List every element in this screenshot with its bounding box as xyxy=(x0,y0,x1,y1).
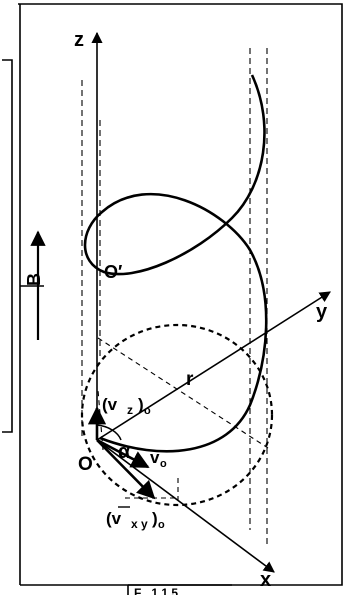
svg-text:): ) xyxy=(138,395,144,414)
angle-arc xyxy=(96,424,122,441)
projected-circle xyxy=(80,323,274,507)
svg-text:v: v xyxy=(150,448,160,467)
angle-label: α xyxy=(118,441,131,463)
cylinder-guides xyxy=(81,48,268,545)
v-parallel-label: (v z ) o xyxy=(102,395,151,417)
axes xyxy=(91,31,331,573)
svg-text:z: z xyxy=(127,403,133,417)
v-perp-vector xyxy=(96,439,156,500)
z-axis-label: z xyxy=(74,29,84,51)
y-axis xyxy=(96,291,331,441)
radius-label: r xyxy=(186,369,194,390)
y-axis-label: y xyxy=(316,301,328,323)
svg-text:o: o xyxy=(160,458,167,470)
svg-text:o: o xyxy=(158,519,165,531)
caption-fragment: F . 1.1 5 xyxy=(134,586,178,595)
x-axis-label: x xyxy=(260,569,271,591)
velocity-vectors xyxy=(87,406,156,500)
velocity-vector xyxy=(96,438,150,469)
svg-text:): ) xyxy=(152,509,158,528)
svg-text:(v: (v xyxy=(102,395,118,414)
helix-path xyxy=(83,74,268,453)
b-field-label: B xyxy=(24,273,44,286)
velocity-label: v o xyxy=(150,448,167,470)
frame xyxy=(2,3,343,595)
svg-text:o: o xyxy=(144,405,151,417)
origin-label: O xyxy=(78,454,93,475)
guiding-center-label: O′ xyxy=(104,262,122,282)
x-axis xyxy=(96,439,275,573)
svg-text:x y: x y xyxy=(131,517,148,531)
svg-text:(v: (v xyxy=(106,509,122,528)
v-perp-label: (v x y ) o xyxy=(106,506,165,531)
